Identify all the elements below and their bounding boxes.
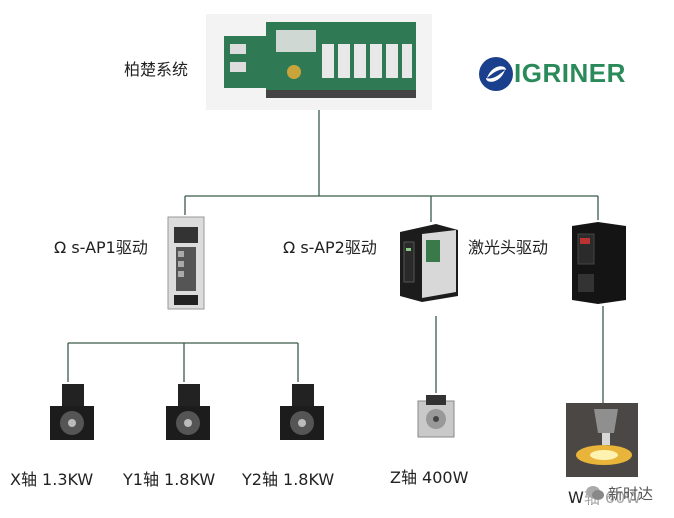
motor-x-label: X轴 1.3KW: [10, 470, 94, 489]
laser-cutting-icon: [566, 403, 638, 477]
laser-head-drive-label: 激光头驱动: [468, 238, 549, 257]
brand-wordmark: IGRINER: [514, 58, 626, 88]
drive-ap2-label: Ω s-AP2驱动: [283, 238, 377, 257]
laser-head-motor-image: [566, 403, 638, 477]
controller-board-image: [206, 14, 432, 110]
circuit-board-icon: [224, 22, 416, 98]
servo-motor-icon: [166, 384, 210, 440]
brand-mark-icon: [479, 57, 513, 91]
servo-drive-icon: [167, 216, 205, 310]
drive-ap1-label: Ω s-AP1驱动: [54, 238, 148, 257]
motor-y2-image: [274, 382, 330, 444]
motor-z-label: Z轴 400W: [390, 468, 469, 487]
controller-label: 柏楚系统: [124, 60, 189, 79]
motor-y1-image: [160, 382, 216, 444]
drive-ap2-image: [396, 222, 462, 304]
servo-motor-icon: [280, 384, 324, 440]
servo-motor-icon: [417, 395, 455, 438]
servo-drive-icon: [400, 224, 458, 302]
laser-head-drive-image: [568, 220, 628, 304]
servo-motor-icon: [50, 384, 94, 440]
brand-logo: IGRINER: [478, 56, 658, 92]
motor-x-image: [44, 382, 100, 444]
motor-y1-label: Y1轴 1.8KW: [123, 470, 216, 489]
servo-drive-icon: [572, 222, 626, 304]
watermark-text: 新时达: [608, 485, 654, 503]
wechat-icon: [586, 486, 604, 500]
motor-y2-label: Y2轴 1.8KW: [242, 470, 335, 489]
drive-ap1-image: [162, 215, 210, 311]
motor-z-image: [412, 393, 462, 441]
watermark: 新时达: [584, 482, 672, 504]
